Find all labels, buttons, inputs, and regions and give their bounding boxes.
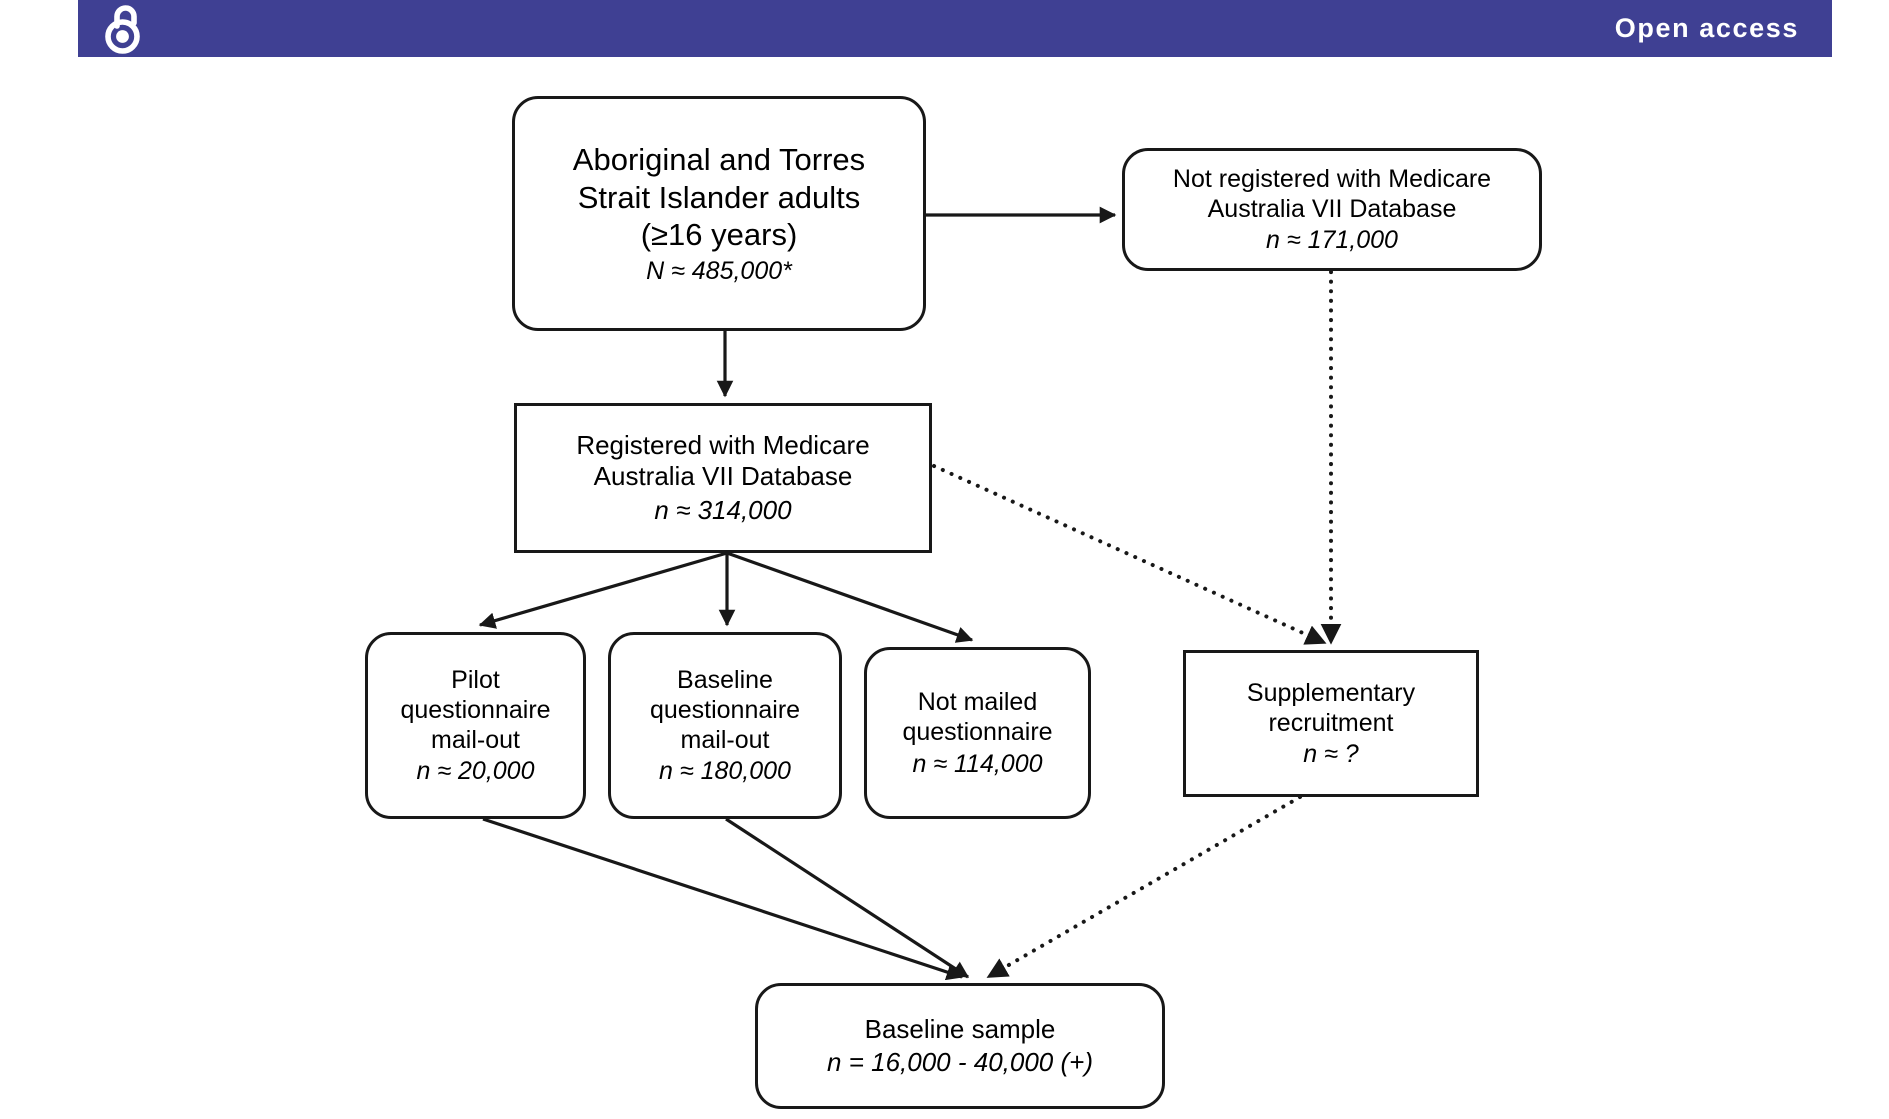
node-registered-line-2: Australia VII Database bbox=[593, 461, 853, 492]
edge-registered-to-supplementary bbox=[932, 464, 1327, 645]
edge-registered-to-not-mailed bbox=[726, 551, 974, 643]
open-access-banner: Open access bbox=[78, 0, 1832, 57]
node-not-registered-value: n ≈ 171,000 bbox=[1266, 226, 1398, 255]
node-baseline-sample: Baseline sample n = 16,000 - 40,000 (+) bbox=[755, 983, 1165, 1109]
node-pilot-line-2: questionnaire bbox=[400, 695, 551, 724]
node-population-value: N ≈ 485,000* bbox=[646, 256, 792, 285]
node-baseline-sample-value: n = 16,000 - 40,000 (+) bbox=[827, 1047, 1093, 1077]
node-registered-line-1: Registered with Medicare bbox=[576, 429, 870, 460]
node-not-registered-line-1: Not registered with Medicare bbox=[1172, 164, 1492, 193]
node-supplementary-recruitment: Supplementary recruitment n ≈ ? bbox=[1183, 650, 1479, 797]
edge-baseline-mailout-to-baseline-sample bbox=[725, 817, 970, 979]
node-not-registered: Not registered with Medicare Australia V… bbox=[1122, 148, 1542, 271]
node-baseline-mailout-line-2: questionnaire bbox=[649, 695, 801, 724]
node-pilot-line-1: Pilot bbox=[451, 665, 500, 694]
node-baseline-mailout-value: n ≈ 180,000 bbox=[659, 757, 791, 786]
node-not-registered-line-2: Australia VII Database bbox=[1207, 194, 1457, 223]
node-not-mailed-value: n ≈ 114,000 bbox=[912, 749, 1043, 778]
node-baseline-sample-line-1: Baseline sample bbox=[864, 1013, 1056, 1044]
node-supplementary-value: n ≈ ? bbox=[1303, 740, 1359, 769]
node-not-mailed: Not mailed questionnaire n ≈ 114,000 bbox=[864, 647, 1091, 819]
node-supplementary-line-1: Supplementary bbox=[1246, 678, 1416, 707]
open-access-label: Open access bbox=[1614, 13, 1799, 43]
node-baseline-mailout-line-3: mail-out bbox=[680, 726, 770, 754]
node-population: Aboriginal and Torres Strait Islander ad… bbox=[512, 96, 926, 331]
node-baseline-questionnaire: Baseline questionnaire mail-out n ≈ 180,… bbox=[608, 632, 842, 819]
node-not-mailed-line-2: questionnaire bbox=[902, 718, 1053, 747]
node-registered: Registered with Medicare Australia VII D… bbox=[514, 403, 932, 553]
node-population-line-1: Aboriginal and Torres bbox=[572, 142, 866, 178]
node-supplementary-line-2: recruitment bbox=[1268, 708, 1394, 737]
open-access-lock-icon bbox=[100, 3, 150, 55]
edge-registered-to-pilot bbox=[478, 551, 728, 629]
node-population-line-3: (≥16 years) bbox=[640, 217, 798, 253]
node-not-mailed-line-1: Not mailed bbox=[917, 688, 1038, 717]
node-registered-value: n ≈ 314,000 bbox=[654, 494, 792, 525]
node-pilot-questionnaire: Pilot questionnaire mail-out n ≈ 20,000 bbox=[365, 632, 586, 819]
node-pilot-line-3: mail-out bbox=[431, 726, 520, 754]
edge-supplementary-to-baseline-sample bbox=[986, 795, 1302, 979]
edge-pilot-to-baseline-sample bbox=[482, 817, 964, 981]
node-pilot-value: n ≈ 20,000 bbox=[416, 757, 535, 786]
node-population-line-2: Strait Islander adults bbox=[577, 179, 861, 215]
node-baseline-mailout-line-1: Baseline bbox=[677, 665, 773, 694]
